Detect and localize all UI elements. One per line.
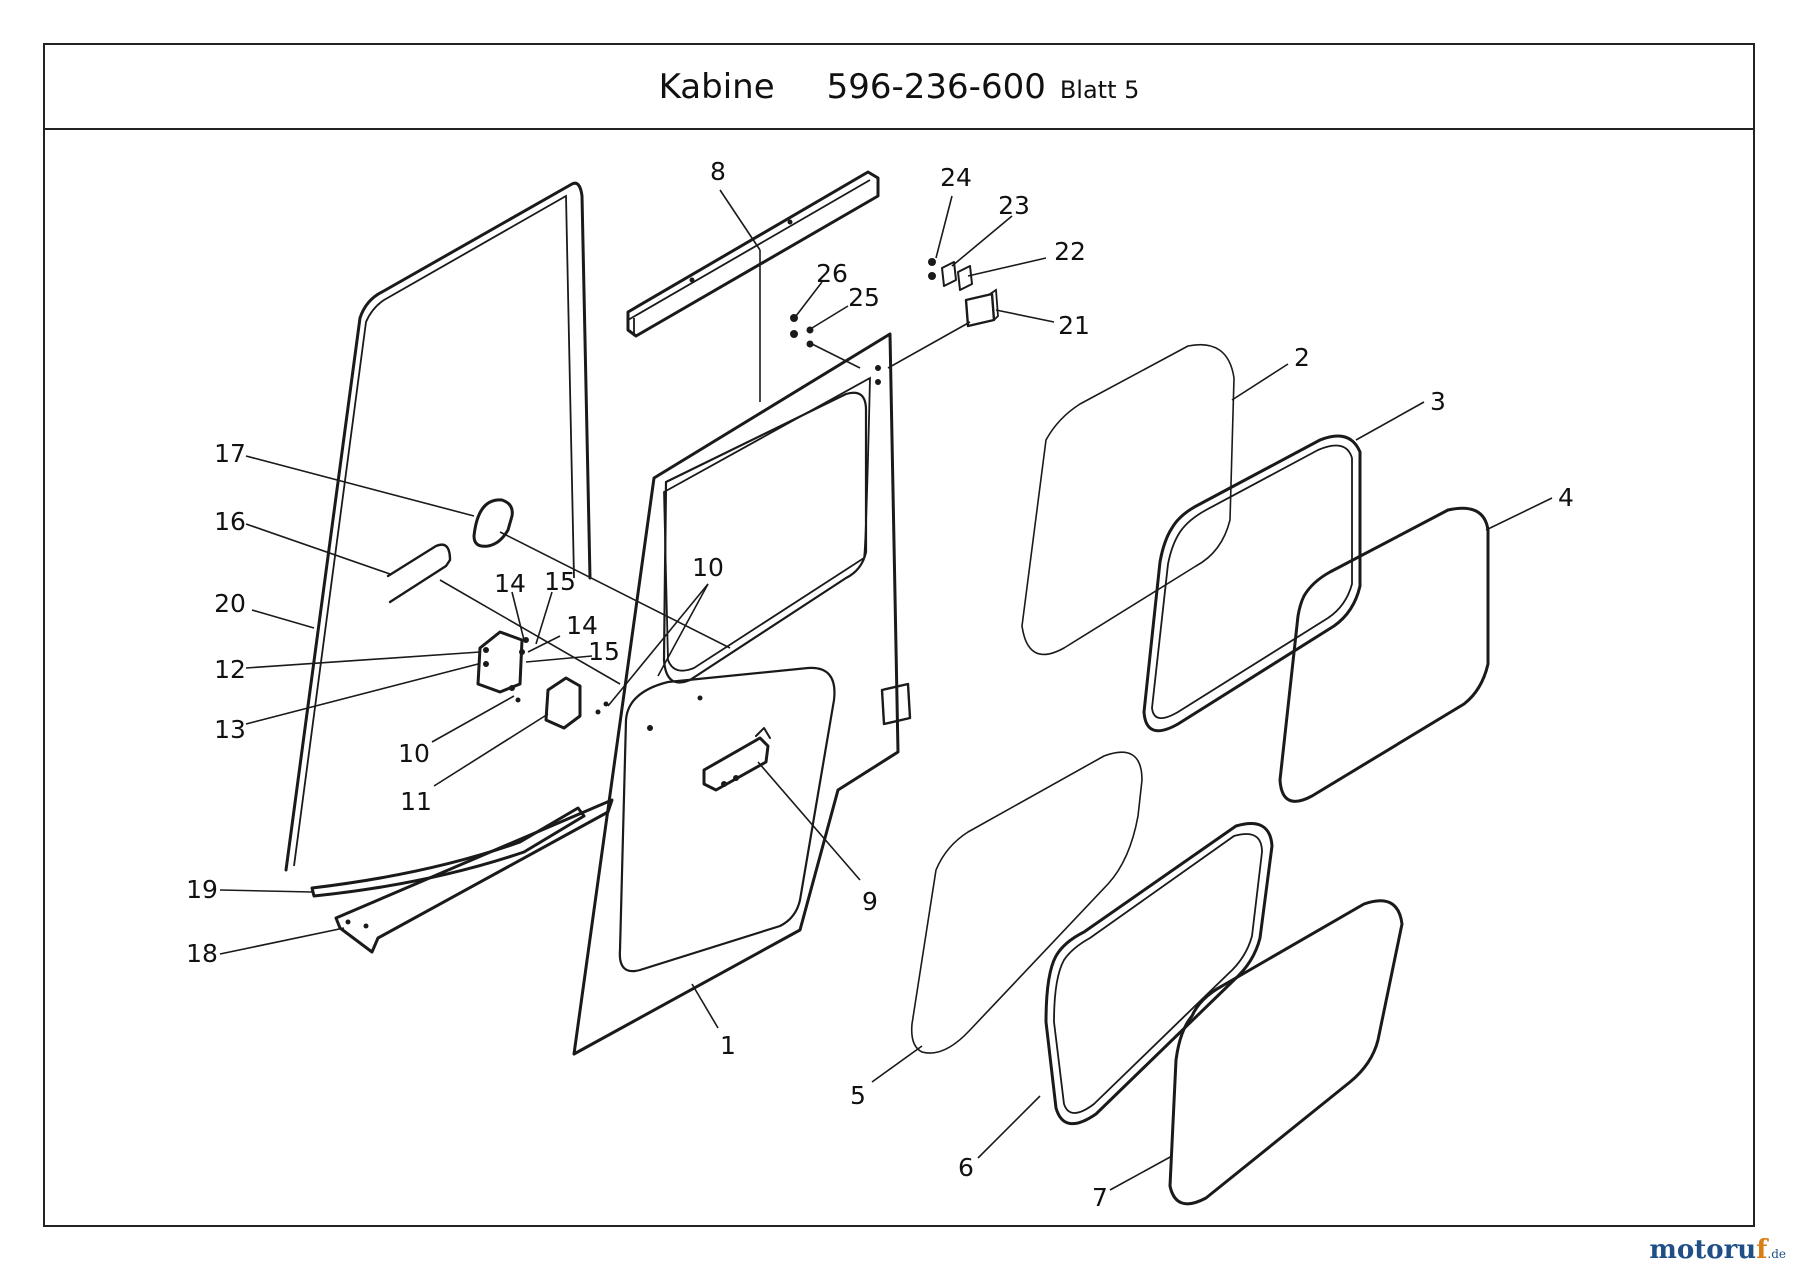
part-4-upper-seal bbox=[1278, 506, 1490, 803]
callout-20: 20 bbox=[214, 589, 246, 618]
callout-25: 25 bbox=[848, 283, 880, 312]
part-20-window-channel bbox=[284, 181, 592, 872]
callout-15-upper: 15 bbox=[544, 567, 576, 596]
part-24-nuts bbox=[928, 258, 936, 280]
parts bbox=[284, 170, 1490, 1206]
callout-2: 2 bbox=[1294, 343, 1310, 372]
callout-8: 8 bbox=[710, 157, 726, 186]
callout-14-upper: 14 bbox=[494, 569, 526, 598]
sheet-number: Blatt 5 bbox=[1059, 76, 1140, 104]
callout-7: 7 bbox=[1092, 1183, 1108, 1212]
watermark-tld: .de bbox=[1767, 1247, 1786, 1261]
part-18-bottom-rail bbox=[334, 798, 614, 954]
leader-lines bbox=[219, 189, 1553, 1191]
callout-11: 11 bbox=[400, 787, 432, 816]
callout-21: 21 bbox=[1058, 311, 1090, 340]
callout-14-lower: 14 bbox=[566, 611, 598, 640]
part-3-upper-frame bbox=[1142, 434, 1362, 733]
watermark-brand: motoru bbox=[1649, 1235, 1757, 1265]
watermark-logo: motoruf.de bbox=[1649, 1235, 1786, 1265]
callout-3: 3 bbox=[1430, 387, 1446, 416]
part-21-hinge bbox=[964, 288, 999, 328]
callout-13: 13 bbox=[214, 715, 246, 744]
part-11-lock bbox=[544, 676, 582, 730]
part-8-top-rail bbox=[626, 170, 880, 338]
part-2-upper-pane bbox=[1021, 344, 1235, 656]
callout-15-lower: 15 bbox=[588, 637, 620, 666]
callout-10-upper: 10 bbox=[692, 553, 724, 582]
part-9-door-handle bbox=[702, 727, 771, 792]
part-23-plate bbox=[941, 261, 957, 287]
callout-24: 24 bbox=[940, 163, 972, 192]
title-block: Kabine 596-236-600 Blatt 5 bbox=[45, 45, 1753, 130]
part-1-door-panel bbox=[572, 332, 912, 1056]
part-17-grip bbox=[472, 498, 514, 548]
part-25-26-washers-nuts bbox=[790, 314, 814, 348]
part-16-u-clip bbox=[386, 543, 452, 604]
part-5-lower-pane bbox=[910, 751, 1143, 1054]
part-6-lower-frame bbox=[1044, 822, 1274, 1125]
callout-10-lower: 10 bbox=[398, 739, 430, 768]
callout-6: 6 bbox=[958, 1153, 974, 1182]
callout-26: 26 bbox=[816, 259, 848, 288]
callout-16: 16 bbox=[214, 507, 246, 536]
part-19-bottom-seal bbox=[310, 806, 586, 898]
watermark-brand-accent: f bbox=[1756, 1235, 1768, 1265]
part-number: 596-236-600 bbox=[826, 67, 1046, 107]
part-22-plate bbox=[957, 265, 973, 291]
callout-23: 23 bbox=[998, 191, 1030, 220]
callout-5: 5 bbox=[850, 1081, 866, 1110]
title-text: Kabine 596-236-600 Blatt 5 bbox=[45, 45, 1753, 130]
part-12-latch bbox=[476, 630, 529, 694]
assembly-name: Kabine bbox=[658, 67, 775, 107]
callout-22: 22 bbox=[1054, 237, 1086, 266]
callout-4: 4 bbox=[1558, 483, 1574, 512]
part-10-screws bbox=[515, 697, 609, 715]
callout-17: 17 bbox=[214, 439, 246, 468]
part-7-lower-seal bbox=[1168, 899, 1404, 1206]
callout-9: 9 bbox=[862, 887, 878, 916]
callout-12: 12 bbox=[214, 655, 246, 684]
drawing-frame: Kabine 596-236-600 Blatt 5 bbox=[43, 43, 1755, 1227]
callout-19: 19 bbox=[186, 875, 218, 904]
callout-18: 18 bbox=[186, 939, 218, 968]
callout-labels: 8 24 23 22 21 26 25 2 3 4 17 16 20 14 15… bbox=[186, 157, 1574, 1212]
callout-1: 1 bbox=[720, 1031, 736, 1060]
